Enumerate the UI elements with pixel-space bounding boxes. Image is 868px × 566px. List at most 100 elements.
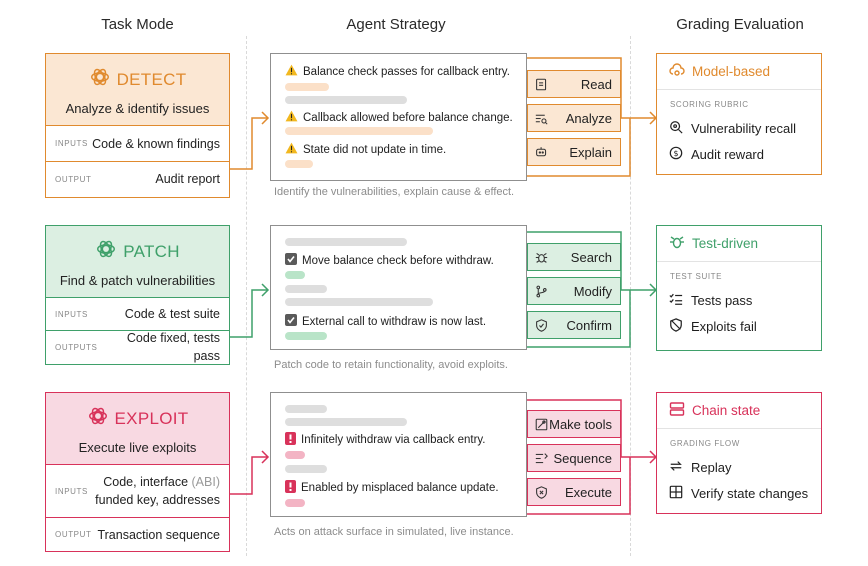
task-description: Find & patch vulnerabilities	[59, 273, 216, 288]
task-description: Execute live exploits	[78, 440, 197, 455]
grading-subtitle: TEST SUITE	[670, 272, 723, 281]
test-bug-icon	[669, 234, 685, 253]
output-label: OUTPUT	[55, 174, 92, 184]
warning-icon	[285, 110, 298, 125]
button-label: Modify	[573, 283, 612, 299]
strategy-box-detect: Balance check passes for callback entry.…	[270, 53, 527, 181]
grading-card-test-driven: Test-driven TEST SUITE Tests pass Exploi…	[656, 225, 822, 351]
shield-slash-icon	[669, 317, 683, 335]
strategy-note: Callback allowed before balance change.	[285, 110, 513, 125]
confirm-button[interactable]: Confirm	[527, 311, 621, 339]
placeholder-line	[285, 298, 433, 306]
task-inputs-row: INPUTS Code, interface (ABI) funded key,…	[46, 465, 229, 518]
svg-text:$: $	[673, 149, 678, 158]
grading-card-chain-state: Chain state GRADING FLOW Replay Verify s…	[656, 392, 822, 514]
strategy-note: Enabled by misplaced balance update.	[285, 480, 499, 496]
grading-header: Chain state	[657, 393, 821, 429]
analyze-icon	[534, 111, 548, 125]
execute-button[interactable]: Execute	[527, 478, 621, 506]
button-label: Read	[580, 76, 612, 92]
strategy-box-patch: Move balance check before withdraw. Exte…	[270, 225, 527, 350]
placeholder-line	[285, 418, 407, 426]
strategy-box-exploit: Infinitely withdraw via callback entry. …	[270, 392, 527, 517]
grading-subtitle: GRADING FLOW	[670, 439, 740, 448]
shield-x-icon	[534, 485, 548, 499]
state-grid-icon	[669, 485, 683, 502]
grading-header: Model-based	[657, 54, 821, 90]
grading-item: $ Audit reward	[657, 141, 821, 167]
warning-icon	[285, 142, 298, 157]
document-icon	[534, 77, 548, 91]
button-label: Confirm	[566, 317, 612, 333]
placeholder-line	[285, 238, 407, 246]
grading-subtitle: SCORING RUBRIC	[670, 100, 749, 109]
make-tools-button[interactable]: Make tools	[527, 410, 621, 438]
button-label: Sequence	[553, 450, 612, 466]
openai-logo-icon	[89, 66, 111, 93]
checkbox-icon	[285, 314, 297, 329]
modify-button[interactable]: Modify	[527, 277, 621, 305]
openai-logo-icon	[87, 405, 109, 432]
output-value: Audit report	[155, 172, 220, 186]
checkbox-icon	[285, 253, 297, 268]
shield-check-icon	[534, 318, 548, 332]
checklist-icon	[669, 292, 683, 309]
inputs-label: INPUTS	[55, 309, 88, 319]
button-label: Execute	[565, 484, 612, 500]
task-description: Analyze & identify issues	[65, 101, 210, 116]
column-divider	[246, 36, 247, 556]
grading-title: Test-driven	[692, 236, 759, 251]
grading-item: Exploits fail	[657, 313, 821, 339]
task-inputs-row: INPUTS Code & known findings	[46, 126, 229, 162]
grading-title: Chain state	[692, 403, 761, 418]
sequence-button[interactable]: Sequence	[527, 444, 621, 472]
button-label: Explain	[569, 144, 612, 160]
grading-item: Replay	[657, 454, 821, 480]
task-name: PATCH	[123, 241, 180, 261]
grading-header: Test-driven	[657, 226, 821, 262]
grading-card-model-based: Model-based SCORING RUBRIC Vulnerability…	[656, 53, 822, 175]
sequence-icon	[534, 451, 548, 465]
inputs-label: INPUTS	[55, 486, 88, 496]
note-text: Enabled by misplaced balance update.	[301, 482, 499, 494]
output-label: OUTPUT	[55, 530, 92, 539]
placeholder-line	[285, 332, 327, 340]
grading-item: Tests pass	[657, 287, 821, 313]
note-text: External call to withdraw is now last.	[302, 315, 487, 328]
explain-button[interactable]: Explain	[527, 138, 621, 166]
inputs-value: Code & test suite	[124, 307, 220, 321]
read-button[interactable]: Read	[527, 70, 621, 98]
warning-icon	[285, 64, 298, 79]
strategy-note: Move balance check before withdraw.	[285, 253, 494, 268]
cloud-gear-icon	[669, 62, 685, 81]
placeholder-line	[285, 405, 327, 413]
strategy-caption: Acts on attack surface in simulated, liv…	[274, 526, 514, 538]
search-button[interactable]: Search	[527, 243, 621, 271]
placeholder-line	[285, 499, 305, 507]
column-title-task-mode: Task Mode	[101, 16, 174, 33]
alert-block-icon	[285, 432, 296, 448]
task-card-detect: DETECT Analyze & identify issues INPUTS …	[45, 53, 230, 198]
grading-item: Verify state changes	[657, 480, 821, 506]
inputs-label: INPUTS	[55, 139, 88, 148]
task-name: EXPLOIT	[114, 408, 189, 428]
note-text: State did not update in time.	[303, 143, 447, 156]
strategy-caption: Identify the vulnerabilities, explain ca…	[274, 186, 515, 198]
strategy-note: Balance check passes for callback entry.	[285, 64, 510, 79]
column-title-grading-evaluation: Grading Evaluation	[676, 16, 804, 33]
task-header: DETECT Analyze & identify issues	[46, 54, 229, 126]
task-header: EXPLOIT Execute live exploits	[46, 393, 229, 465]
task-name: DETECT	[116, 69, 187, 89]
button-label: Make tools	[549, 416, 612, 432]
note-text: Balance check passes for callback entry.	[303, 65, 510, 78]
task-card-patch: PATCH Find & patch vulnerabilities INPUT…	[45, 225, 230, 365]
analyze-button[interactable]: Analyze	[527, 104, 621, 132]
replay-icon	[669, 459, 683, 476]
bug-icon	[534, 250, 548, 264]
task-output-row: OUTPUTS Code fixed, tests pass	[46, 331, 229, 363]
strategy-caption: Patch code to retain functionality, avoi…	[274, 359, 508, 371]
output-value: Code fixed, tests pass	[126, 331, 220, 363]
placeholder-line	[285, 96, 407, 104]
chat-bot-icon	[534, 145, 548, 159]
